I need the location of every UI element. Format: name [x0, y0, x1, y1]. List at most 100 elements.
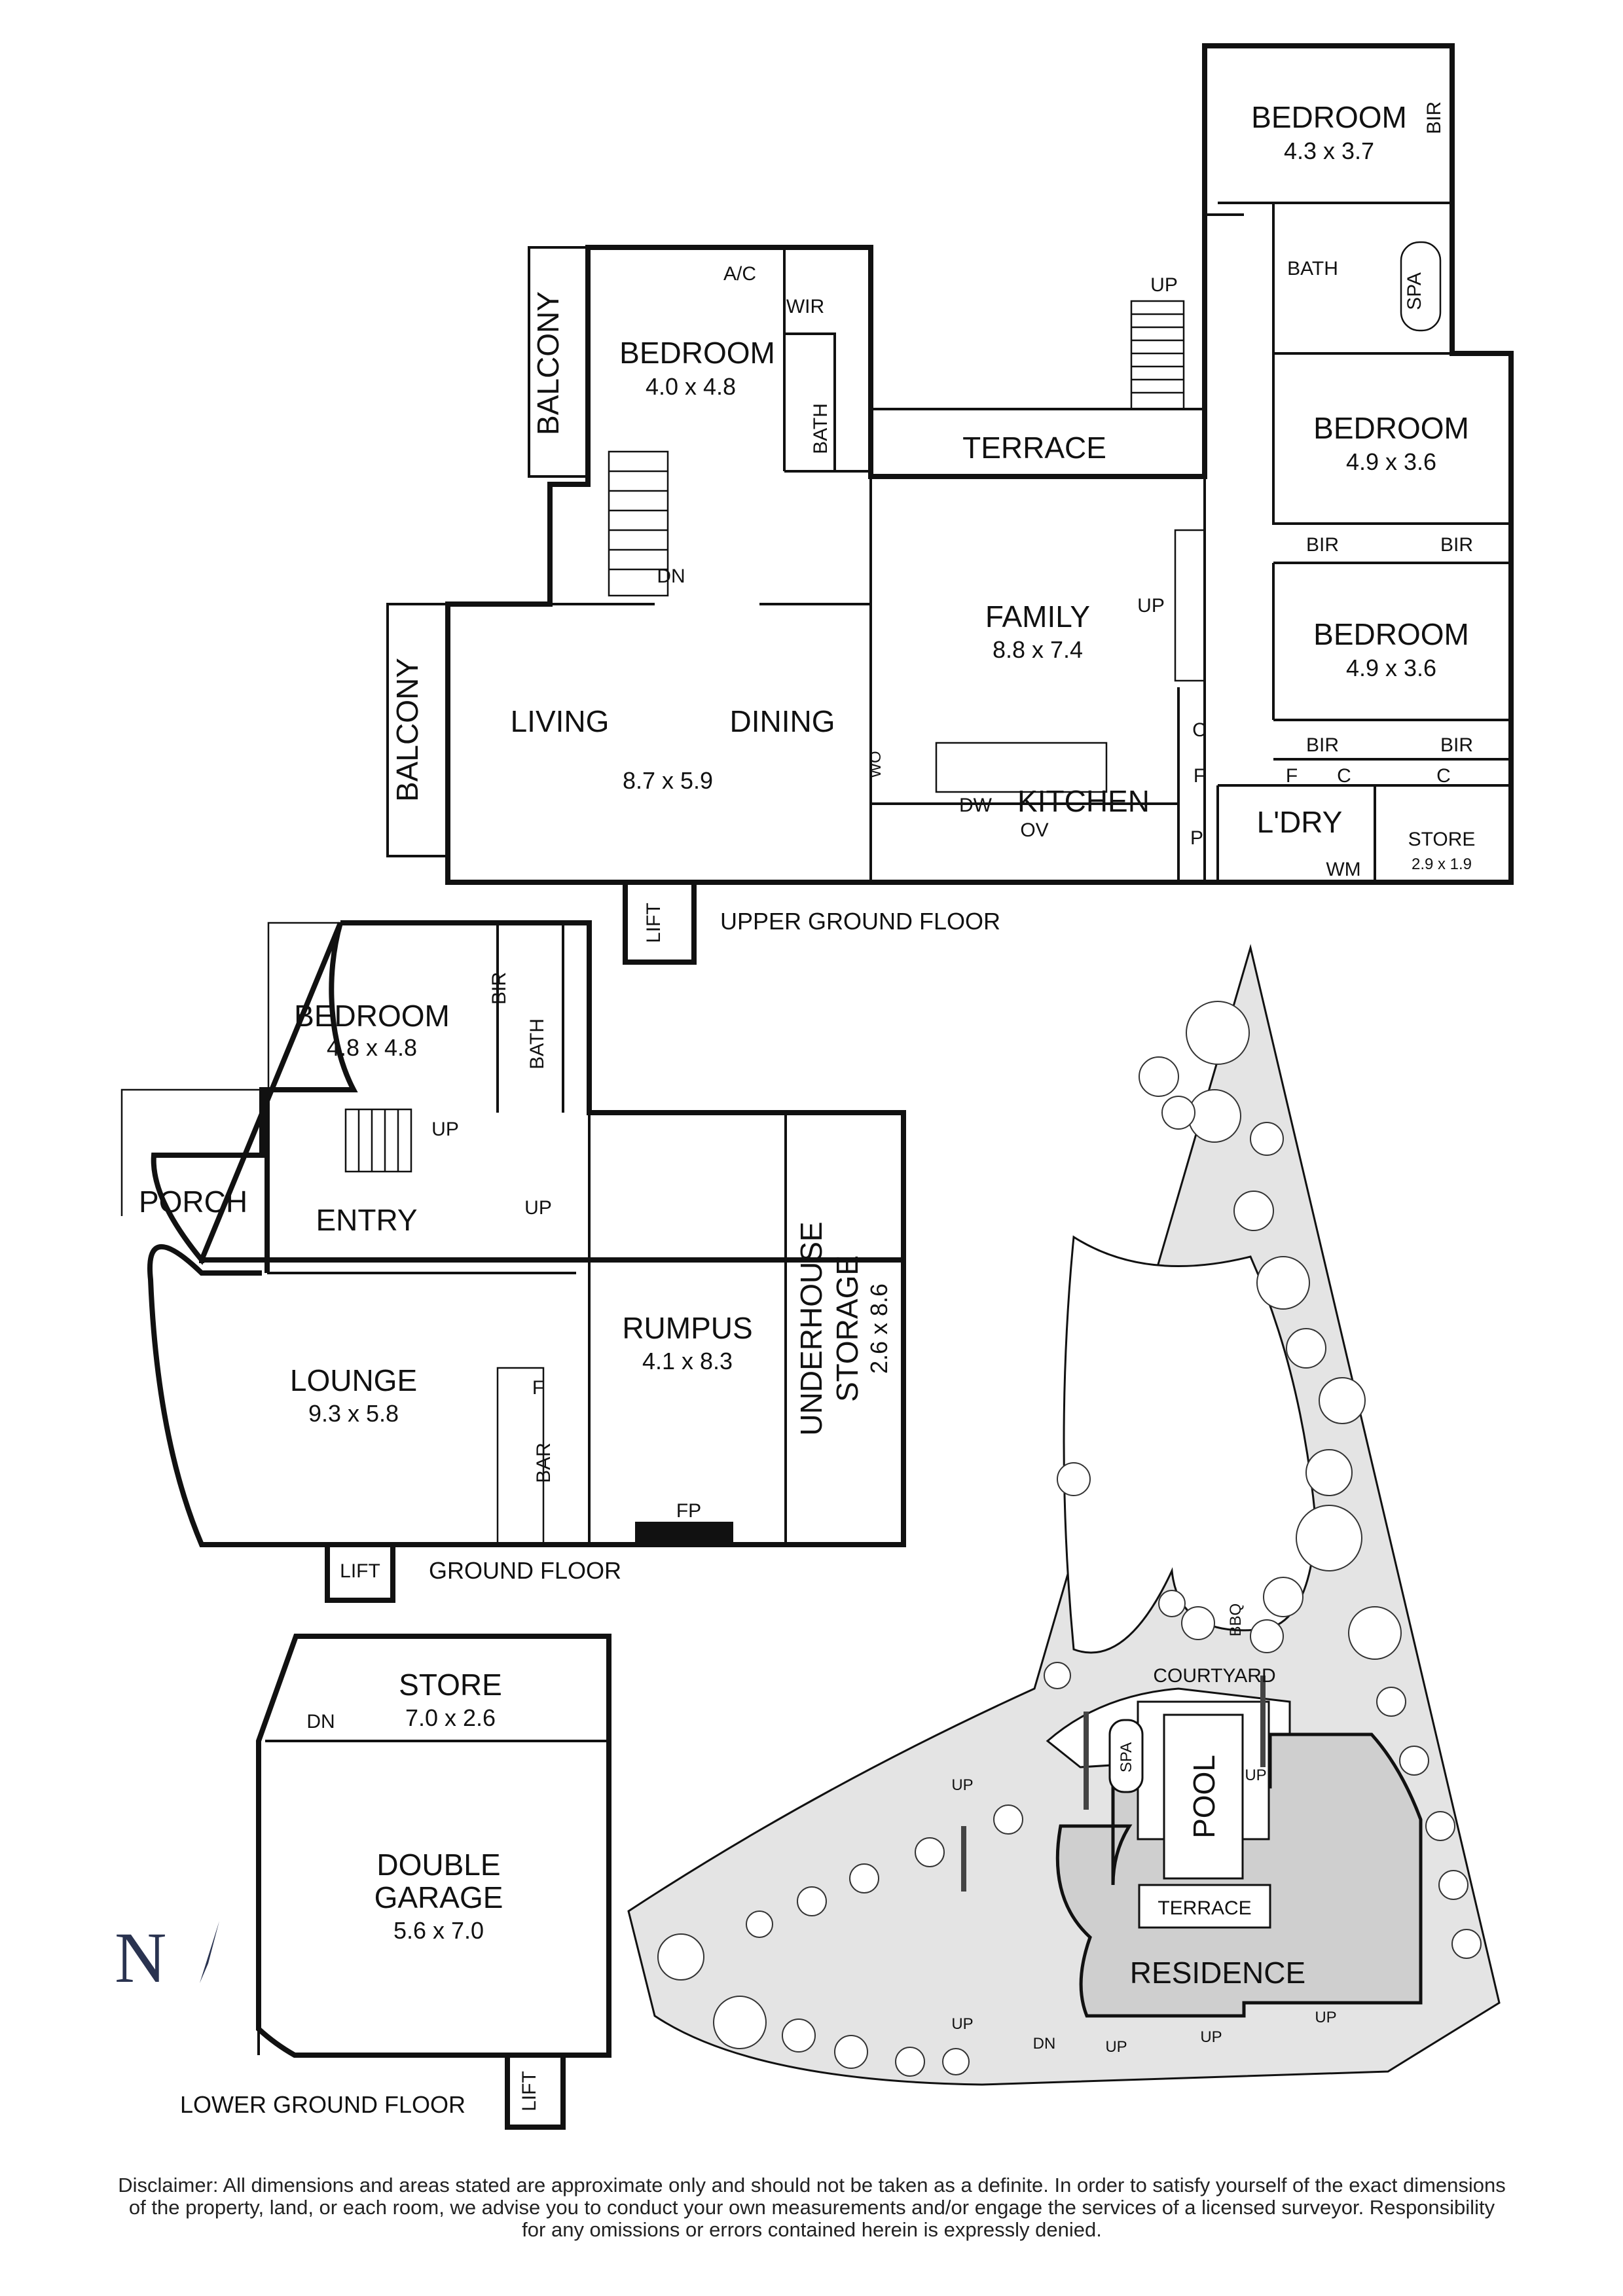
residence-label: RESIDENCE — [1130, 1956, 1305, 1990]
dining-label: DINING — [730, 704, 835, 738]
bir-upper2: BIR — [1440, 534, 1473, 556]
f-bar: F — [532, 1377, 544, 1399]
upper-ground-floor: BEDROOM 4.3 x 3.7 BATH SPA BEDROOM 4.0 x… — [386, 43, 1514, 965]
rumpus-name: RUMPUS — [622, 1311, 752, 1345]
lounge-dim: 9.3 x 5.8 — [308, 1400, 399, 1427]
bedroom1-dim: 4.3 x 3.7 — [1284, 137, 1374, 164]
up-site-1: UP — [951, 1776, 973, 1794]
c-family: C — [1192, 719, 1207, 741]
c-store: C — [1436, 765, 1451, 787]
kitchen-island — [935, 742, 1108, 793]
bir-upper5: BIR — [1423, 101, 1445, 134]
bath-upper2-label: BATH — [810, 403, 831, 454]
c-ldry: C — [1337, 765, 1351, 787]
lift-ground — [325, 1542, 395, 1603]
upper-floor-label: UPPER GROUND FLOOR — [720, 908, 1000, 935]
wm-label: WM — [1326, 859, 1360, 880]
disclaimer-line2: of the property, land, or each room, we … — [128, 2196, 1495, 2219]
bath-ground: BATH — [526, 1018, 548, 1069]
lift-lower — [505, 2053, 566, 2130]
spa-upper-label: SPA — [1404, 272, 1425, 310]
up-family: UP — [1137, 595, 1165, 617]
up-rumpus: UP — [524, 1197, 552, 1219]
bir-ground: BIR — [488, 972, 510, 1005]
lift-upper-label: LIFT — [643, 903, 665, 943]
bedroom4-dim: 4.9 x 3.6 — [1346, 655, 1436, 681]
lift-ground-label: LIFT — [340, 1560, 380, 1582]
spa-upper — [1400, 241, 1442, 332]
terrace-site — [1138, 1884, 1271, 1929]
site-plan: COURTYARD POOL SPA TERRACE RESIDENCE BBQ… — [627, 944, 1501, 2086]
underhouse-dim: 2.6 x 8.6 — [866, 1283, 892, 1374]
store-lower-name: STORE — [399, 1668, 502, 1702]
dn-lower: DN — [306, 1711, 335, 1732]
kitchen-label: KITCHEN — [1017, 784, 1150, 818]
family-name: FAMILY — [985, 600, 1090, 634]
bedroom3-name: BEDROOM — [1313, 411, 1469, 445]
stair-upper-living — [608, 450, 669, 597]
up-entry: UP — [431, 1119, 459, 1140]
bir-upper4: BIR — [1440, 734, 1473, 756]
stair-ground — [344, 1108, 412, 1173]
dn-upper: DN — [657, 565, 685, 587]
underhouse-line2: STORAGE — [830, 1255, 864, 1402]
bar-counter — [496, 1367, 545, 1546]
site-hedges — [961, 1676, 1266, 1892]
dn-site: DN — [1033, 2035, 1056, 2053]
store-upper-name: STORE — [1408, 829, 1476, 850]
lift-lower-label: LIFT — [519, 2071, 540, 2111]
entry-label: ENTRY — [316, 1203, 417, 1237]
lawn — [1063, 1235, 1317, 1654]
store-lower-dim: 7.0 x 2.6 — [405, 1704, 496, 1731]
living-dim: 8.7 x 5.9 — [623, 767, 713, 794]
lower-interior — [257, 1740, 609, 2055]
disclaimer: Disclaimer: All dimensions and areas sta… — [59, 2174, 1565, 2241]
f-kitchen: F — [1194, 765, 1205, 787]
spa-site — [1108, 1719, 1144, 1793]
up-site-3: UP — [951, 2015, 973, 2033]
bbq-label: BBQ — [1227, 1604, 1245, 1637]
upper-interior-walls — [550, 202, 1511, 882]
bedroom3-dim: 4.9 x 3.6 — [1346, 448, 1436, 475]
wir-label: WIR — [786, 296, 824, 317]
rumpus-dim: 4.1 x 8.3 — [642, 1348, 733, 1374]
upper-outline — [445, 43, 1514, 965]
pool-label: POOL — [1187, 1755, 1221, 1839]
stair-upper-terrace — [1130, 300, 1185, 410]
store-upper-dim: 2.9 x 1.9 — [1412, 855, 1472, 873]
lower-ground-floor: STORE 7.0 x 2.6 DN DOUBLE GARAGE 5.6 x 7… — [180, 1634, 611, 2130]
balcony-top-label: BALCONY — [531, 291, 565, 435]
laundry-label: L'DRY — [1257, 805, 1343, 839]
pool — [1163, 1713, 1244, 1880]
dw-label: DW — [959, 795, 993, 816]
disclaimer-line1: Disclaimer: All dimensions and areas sta… — [118, 2174, 1506, 2197]
underhouse-line1: UNDERHOUSE — [794, 1221, 828, 1435]
courtyard-label: COURTYARD — [1153, 1665, 1275, 1687]
bedroom-ground-dim: 4.8 x 4.8 — [327, 1034, 417, 1061]
ground-floor: BEDROOM 4.8 x 4.8 BIR BATH PORCH ENTRY U… — [120, 920, 906, 1603]
north-label: N — [115, 1918, 166, 1998]
fp-label: FP — [676, 1500, 701, 1522]
lift-upper — [623, 880, 697, 965]
up-site-5: UP — [1200, 2028, 1222, 2046]
up-site-2: UP — [1245, 1767, 1266, 1784]
bedroom-ground-name: BEDROOM — [294, 999, 450, 1033]
terrace-upper — [869, 408, 1206, 478]
ac-label: A/C — [723, 263, 756, 285]
balcony-left-label: BALCONY — [390, 658, 424, 802]
spa-site-label: SPA — [1118, 1742, 1135, 1772]
bedroom2-name: BEDROOM — [619, 336, 775, 370]
living-label: LIVING — [511, 704, 610, 738]
garage-dim: 5.6 x 7.0 — [393, 1917, 484, 1944]
lounge-name: LOUNGE — [290, 1363, 417, 1397]
bir-upper1: BIR — [1306, 534, 1339, 556]
ov-label: OV — [1020, 819, 1048, 841]
terrace-site-label: TERRACE — [1158, 1897, 1251, 1919]
up-terrace: UP — [1150, 274, 1178, 296]
bedroom4-name: BEDROOM — [1313, 617, 1469, 651]
wo-label: WO — [867, 751, 884, 778]
bedroom1-name: BEDROOM — [1251, 100, 1407, 134]
f-ldry: F — [1286, 765, 1298, 787]
ground-outline-2 — [147, 1090, 906, 1603]
